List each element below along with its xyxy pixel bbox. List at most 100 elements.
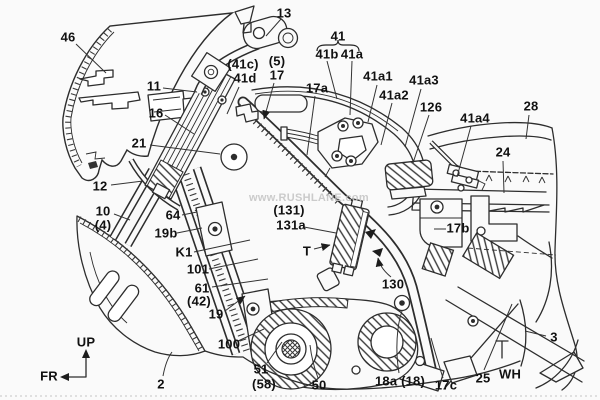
bracket-17b [419,195,518,280]
leader-126 [412,114,430,164]
leader-12 [110,180,144,186]
leader-11 [162,87,198,93]
label-41d: 41d [233,70,257,86]
leader-10 [113,213,131,221]
label-41a4: 41a4 [460,110,490,126]
leader-51 [266,341,283,364]
leader-130 [375,257,392,278]
label-2: 2 [157,376,165,392]
leader-100 [237,328,265,342]
leader-41a2 [380,102,393,146]
leader-17c [430,337,444,379]
label-100: 100 [217,336,241,352]
duct-126 [384,159,434,200]
label-24: 24 [495,144,511,160]
ecu-component-131a [329,198,383,277]
leader-41b [326,60,338,100]
label-UP: UP [76,334,96,350]
label-17b: 17b [446,220,470,236]
label-61: 61 [194,280,210,296]
label-3: 3 [550,329,558,345]
up-arrow-icon [82,349,90,358]
handlebar [190,5,308,123]
leader-41a4 [456,125,472,178]
leader-13 [265,18,282,37]
label-101: 101 [186,261,210,277]
front-fender [76,215,206,357]
label-64: 64 [165,207,181,223]
label-18a: 18a (18) [374,373,426,389]
leader-41a1 [367,84,378,123]
leader-3 [524,330,547,337]
leader-41d [226,86,240,115]
brace-41 [316,39,360,52]
leader-46 [75,43,107,74]
orientation-compass [60,349,90,381]
insert-arrow-icon [372,248,383,257]
leader-50 [309,344,319,379]
watermark: www.RUSHLANE.com [249,192,369,204]
harness-41 [251,86,426,216]
frame-lug [316,267,340,292]
label-41: 41 [330,28,346,44]
label-50: 50 [311,377,327,393]
leader-16 [164,114,195,135]
label-41c: (41c) [227,56,259,72]
label-126: 126 [419,99,443,115]
leader-18a [396,310,403,374]
insert-arrow-icon [365,229,376,239]
label-41a3: 41a3 [409,72,439,88]
leader-19 [224,295,246,312]
label-11: 11 [146,78,162,94]
leader-61 [211,278,269,288]
bolt-130 [393,294,411,312]
label-K1: K1 [175,244,193,260]
label-17: 17 [269,67,285,83]
leader-25 [483,303,513,371]
leader-17 [262,82,275,120]
label-42: (42) [187,293,211,309]
label-21: 21 [131,135,147,151]
leader-T [313,243,331,251]
leader-2 [162,351,173,377]
label-13: 13 [276,5,292,21]
leader-21 [149,144,221,155]
label-131: (131) [273,202,305,218]
label-T: T [302,243,312,259]
leader-28 [525,114,530,140]
engine [241,288,419,391]
wh-marker [495,340,509,359]
front-arrow-icon [60,373,69,381]
label-19b: 19b [154,225,178,241]
label-12: 12 [92,178,108,194]
leader-24 [502,160,505,194]
label-130: 130 [381,276,405,292]
label-10: 10 [95,203,111,219]
label-58: (58) [252,376,276,392]
label-51: 51 [253,361,269,377]
windshield [62,12,235,182]
leader-41a [349,60,353,116]
label-16: 16 [148,105,164,121]
label-4: (4) [94,217,112,233]
leader-64 [181,211,198,216]
cable-cluster [280,117,379,178]
leader-101 [208,258,259,270]
leader-K1 [193,239,251,253]
leader-19b [176,227,203,234]
label-19: 19 [208,306,224,322]
label-17c: 17c [434,377,458,393]
label-41a: 41a [340,46,364,62]
leader-17a [306,95,316,156]
leader-lines [75,18,547,379]
label-FR: FR [40,368,58,384]
label-41a1: 41a1 [363,68,393,84]
label-46: 46 [60,29,76,45]
label-WH: WH [498,366,522,382]
linkage-41a4 [429,140,486,192]
underside-line [204,350,521,390]
label-41a2: 41a2 [379,87,409,103]
leader-131a [303,226,337,234]
label-25: 25 [475,370,491,386]
